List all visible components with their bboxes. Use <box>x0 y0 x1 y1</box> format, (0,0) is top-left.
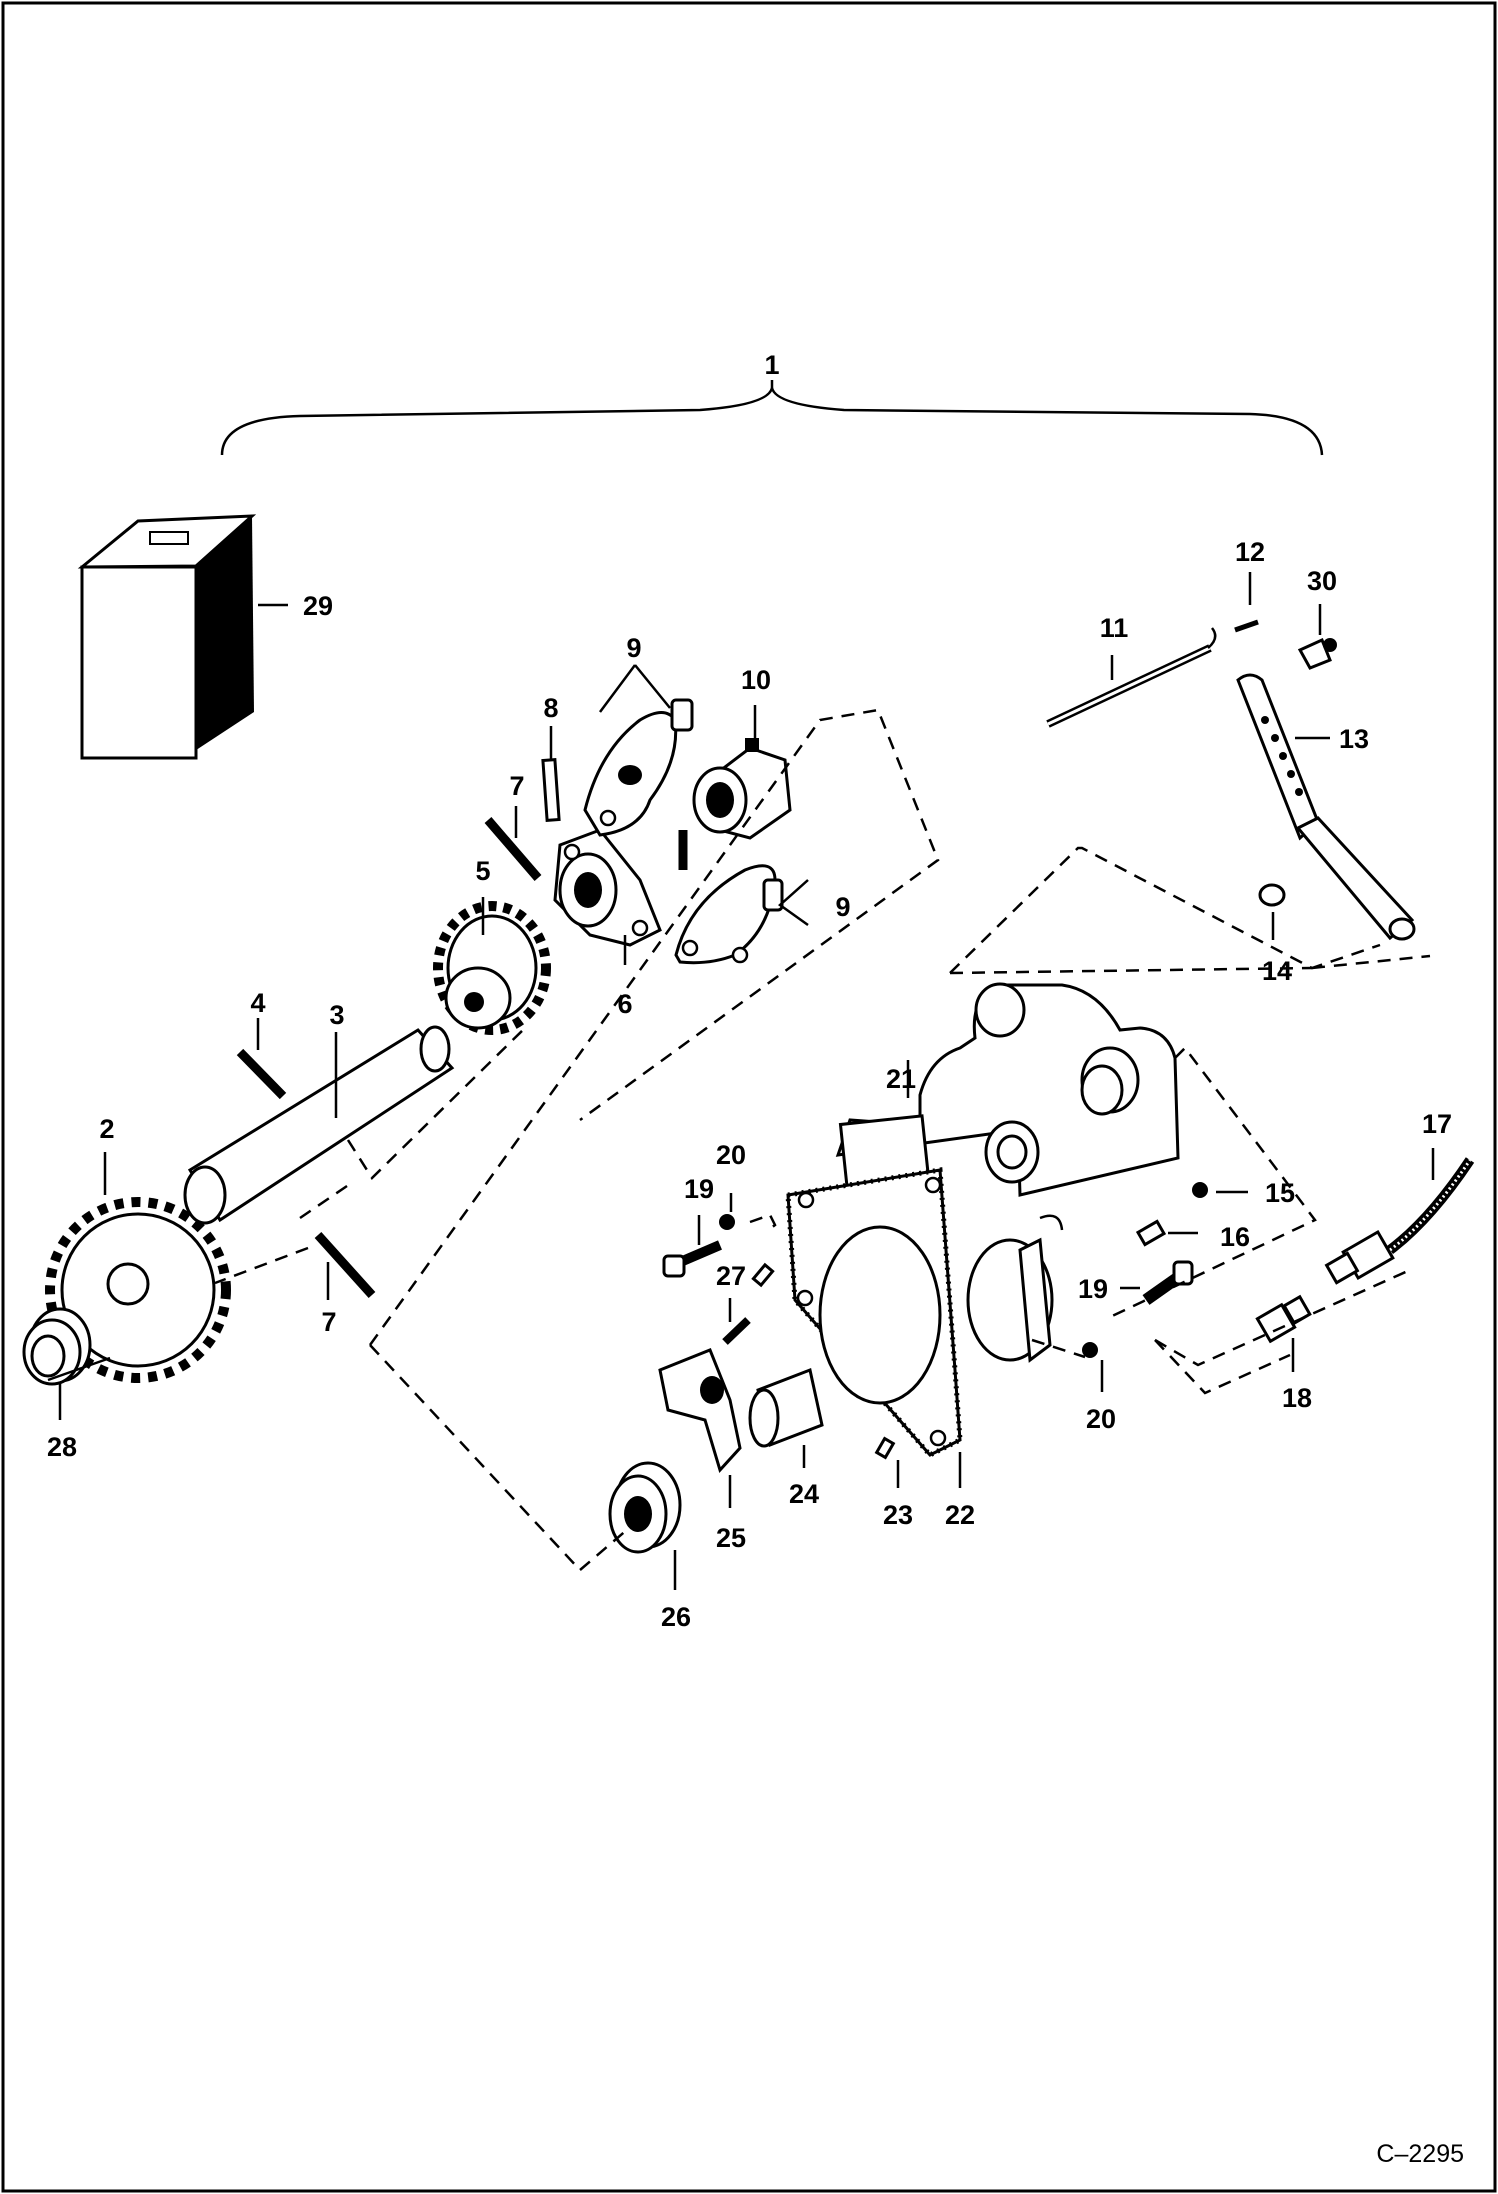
yoke-bracket-part <box>553 828 662 947</box>
callout-19-left: 19 <box>684 1174 714 1204</box>
dash-fitting-lower <box>1154 1339 1291 1395</box>
callout-22: 22 <box>945 1500 975 1530</box>
callout-26: 26 <box>661 1602 691 1632</box>
callout-13: 13 <box>1339 724 1369 754</box>
leader-lines <box>58 380 1435 1590</box>
callout-25: 25 <box>716 1523 746 1553</box>
callout-2: 2 <box>99 1114 114 1144</box>
callout-15: 15 <box>1265 1178 1295 1208</box>
plug-part-15 <box>1192 1182 1208 1198</box>
callout-14: 14 <box>1262 956 1292 986</box>
callout-4: 4 <box>250 988 265 1018</box>
callout-19-right: 19 <box>1078 1274 1108 1304</box>
callout-1: 1 <box>764 350 779 380</box>
bushing-part <box>22 1307 111 1386</box>
pin-part-4 <box>236 1048 287 1100</box>
dash-group-left-edge <box>369 1344 581 1571</box>
pin-part-7-upper <box>484 817 542 881</box>
dash-lever-base <box>949 966 1313 975</box>
large-gear-part <box>45 1197 231 1383</box>
drawing-reference-code: C–2295 <box>1376 2140 1464 2168</box>
rod-part <box>1046 627 1217 728</box>
o-ring-part <box>1258 883 1286 907</box>
small-gear-part <box>433 901 551 1035</box>
bolt-part-19-left <box>662 1240 722 1278</box>
callout-11: 11 <box>1100 613 1129 643</box>
dash-line-a <box>214 1246 309 1285</box>
dowel-part-23 <box>874 1436 896 1460</box>
callout-5: 5 <box>475 856 490 886</box>
dash-lever-side <box>1311 954 1431 970</box>
dash-washer-right <box>1031 1338 1086 1359</box>
dash-group-lever <box>949 846 1381 974</box>
callout-7-lower: 7 <box>321 1307 336 1337</box>
pin-part-7-lower <box>314 1231 376 1299</box>
callout-12: 12 <box>1235 537 1265 567</box>
kit-box-part <box>77 514 257 760</box>
sleeve-part <box>748 1367 824 1448</box>
cam-part-upper <box>583 698 694 837</box>
callout-30: 30 <box>1307 566 1337 596</box>
callout-3: 3 <box>329 1000 344 1030</box>
callout-18: 18 <box>1282 1383 1312 1413</box>
callout-24: 24 <box>789 1479 819 1509</box>
callout-6: 6 <box>617 989 632 1019</box>
cable-part <box>1324 1157 1475 1285</box>
dash-group-right <box>1107 1046 1317 1320</box>
callout-29: 29 <box>303 591 333 621</box>
callout-27: 27 <box>716 1261 746 1291</box>
dash-line-c <box>346 1025 528 1180</box>
cam-part-lower <box>674 864 784 965</box>
dowel-part-upper <box>751 1262 775 1288</box>
callout-7-upper: 7 <box>509 771 524 801</box>
dash-fitting <box>1154 1268 1411 1367</box>
shaft-part <box>183 1025 455 1225</box>
bolt-part-19-right <box>1142 1260 1194 1305</box>
clip-part-30 <box>1297 637 1337 670</box>
pin-part-8 <box>541 758 561 822</box>
callout-28: 28 <box>47 1432 77 1462</box>
callout-17: 17 <box>1422 1109 1452 1139</box>
pin-part-27 <box>722 1317 751 1345</box>
assembly-brace <box>220 387 1324 456</box>
dash-washer-left <box>749 1213 777 1233</box>
washer-part-20-left <box>719 1214 735 1230</box>
callout-9-lower: 9 <box>835 892 850 922</box>
dash-group-large <box>368 708 940 1346</box>
callout-9-upper: 9 <box>626 633 641 663</box>
callout-10: 10 <box>741 665 771 695</box>
pin-part-12 <box>1234 619 1259 633</box>
hub-part <box>692 738 792 840</box>
collar-part <box>608 1461 682 1554</box>
callout-8: 8 <box>543 693 558 723</box>
gasket-part <box>785 1167 963 1459</box>
callout-20-left: 20 <box>716 1140 746 1170</box>
callout-16: 16 <box>1220 1222 1250 1252</box>
dash-line-b <box>299 1184 348 1220</box>
setscrew-part-16 <box>1135 1219 1167 1247</box>
arm-part <box>658 1348 742 1473</box>
housing-part <box>835 982 1180 1363</box>
lever-part <box>1236 673 1416 941</box>
dash-group-bottom <box>579 1509 651 1571</box>
callout-21: 21 <box>886 1064 916 1094</box>
callout-23: 23 <box>883 1500 913 1530</box>
callout-labels: 1 2 3 4 5 6 7 7 8 9 9 10 11 12 13 14 15 … <box>47 350 1452 1632</box>
callout-20-right: 20 <box>1086 1404 1116 1434</box>
washer-part-20-right <box>1082 1342 1098 1358</box>
